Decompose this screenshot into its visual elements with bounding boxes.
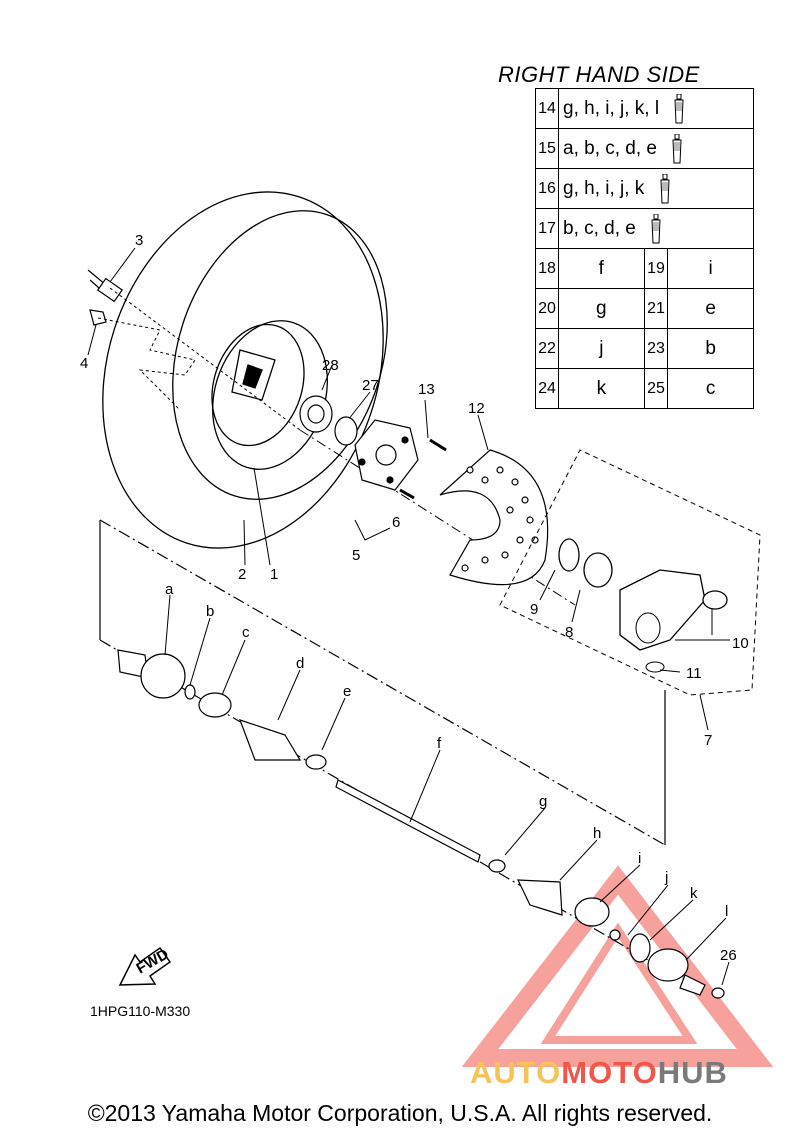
kit-code: j	[558, 328, 645, 369]
callout-l: l	[725, 903, 728, 920]
grease-tube-icon	[660, 173, 670, 203]
watermark-triangle	[461, 865, 774, 1067]
kit-contents: g, h, i, j, k	[563, 177, 645, 199]
callout-9: 9	[530, 601, 538, 618]
kit-code: c	[667, 368, 754, 409]
callout-d: d	[296, 655, 304, 672]
kit-num: 25	[643, 368, 669, 409]
fwd-arrow-icon: FWD	[118, 946, 172, 986]
kit-num: 15	[535, 128, 559, 169]
kit-code: b	[667, 328, 754, 369]
kit-row-pair: 18 f 19 i	[535, 248, 754, 289]
valve-stem	[87, 269, 124, 326]
callout-10: 10	[732, 635, 749, 652]
kit-code: e	[667, 288, 754, 329]
knuckle-group	[499, 449, 761, 731]
kit-table: 14 g, h, i, j, k, l 15 a, b, c, d, e 16 …	[535, 88, 754, 409]
kit-code: g	[558, 288, 645, 329]
tire-wheel	[102, 191, 388, 549]
callout-leaders	[164, 594, 730, 986]
kit-num: 14	[535, 88, 559, 129]
callout-26: 26	[720, 947, 737, 964]
callout-h: h	[593, 825, 601, 842]
kit-num: 19	[643, 248, 669, 289]
watermark-part3: HUB	[657, 1055, 728, 1090]
grease-tube-icon	[672, 133, 682, 163]
hub	[354, 419, 447, 500]
callout-k: k	[690, 885, 698, 902]
callout-27: 27	[362, 377, 379, 394]
kit-contents: a, b, c, d, e	[563, 137, 657, 159]
callout-j: j	[664, 869, 668, 886]
leader-lines	[87, 247, 576, 606]
callout-6: 6	[392, 514, 400, 531]
kit-contents: g, h, i, j, k, l	[563, 97, 660, 119]
callout-c: c	[242, 624, 250, 641]
side-title: RIGHT HAND SIDE	[498, 62, 700, 87]
callout-i: i	[638, 850, 641, 867]
watermark-part1: AUTO	[470, 1055, 562, 1090]
callout-11: 11	[686, 665, 702, 682]
callout-2: 2	[238, 566, 246, 583]
kit-num: 17	[535, 208, 559, 249]
kit-row-17: 17 b, c, d, e	[535, 208, 754, 249]
callout-3: 3	[135, 232, 143, 249]
grease-tube-icon	[674, 93, 684, 123]
callout-4: 4	[80, 355, 88, 372]
kit-row-pair: 20 g 21 e	[535, 288, 754, 329]
callout-13: 13	[418, 381, 435, 398]
callout-12: 12	[468, 400, 485, 417]
callout-28: 28	[322, 357, 339, 374]
kit-row-16: 16 g, h, i, j, k	[535, 168, 754, 209]
kit-code: i	[667, 248, 754, 289]
callout-5: 5	[352, 547, 360, 564]
kit-num: 20	[535, 288, 559, 329]
kit-num: 22	[535, 328, 559, 369]
kit-code: f	[558, 248, 645, 289]
kit-code: k	[558, 368, 645, 409]
callout-labels: 3 4 28 27 13 12 6 5 2 1 9 8 10 11 7 a b …	[80, 232, 749, 964]
callout-f: f	[437, 735, 442, 752]
grease-tube-icon	[651, 213, 661, 243]
callout-a: a	[165, 581, 174, 598]
watermark-logo: AUTOMOTOHUB	[470, 1055, 728, 1091]
kit-num: 23	[643, 328, 669, 369]
brake-disc	[439, 449, 549, 586]
hub-nut	[299, 395, 358, 446]
diagram-code: 1HPG110-M330	[90, 1003, 191, 1019]
kit-row-15: 15 a, b, c, d, e	[535, 128, 754, 169]
kit-num: 24	[535, 368, 559, 409]
kit-num: 16	[535, 168, 559, 209]
drive-shaft	[99, 519, 725, 999]
callout-e: e	[343, 683, 351, 700]
kit-num: 21	[643, 288, 669, 329]
kit-row-14: 14 g, h, i, j, k, l	[535, 88, 754, 129]
callout-b: b	[206, 603, 214, 620]
watermark-part2: MOTO	[561, 1055, 658, 1090]
kit-row-pair: 24 k 25 c	[535, 368, 754, 409]
callout-1: 1	[270, 566, 278, 583]
callout-8: 8	[565, 624, 573, 641]
copyright-footer: ©2013 Yamaha Motor Corporation, U.S.A. A…	[87, 1100, 713, 1126]
callout-g: g	[539, 793, 547, 810]
callout-7: 7	[704, 732, 712, 749]
kit-contents: b, c, d, e	[563, 217, 636, 239]
kit-row-pair: 22 j 23 b	[535, 328, 754, 369]
kit-num: 18	[535, 248, 559, 289]
